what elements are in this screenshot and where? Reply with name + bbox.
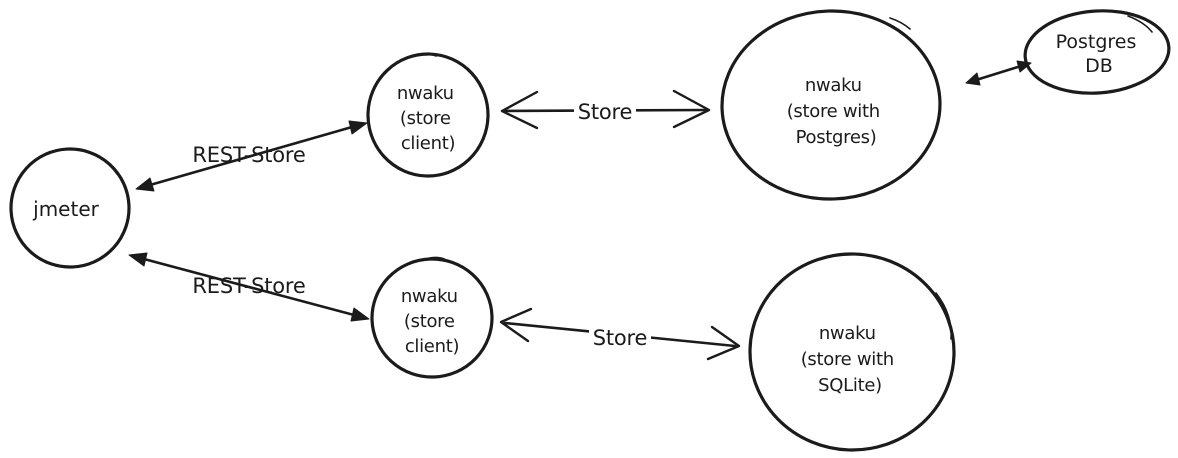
sketch-stroke: [415, 52, 437, 57]
node-store-client-bottom: nwaku (store client): [370, 256, 494, 379]
node-label: nwaku (store with Postgres): [787, 75, 886, 148]
sketch-stroke: [1127, 15, 1153, 33]
label-mask: [589, 323, 651, 350]
edge-label: Store: [578, 100, 633, 124]
edge-label: REST-Store: [192, 274, 305, 298]
chevron-arrowhead-icon: [499, 307, 533, 343]
node-label: nwaku (store client): [397, 83, 459, 154]
edge-line: [974, 64, 1023, 82]
node-label: nwaku (store client): [401, 286, 463, 357]
edge-rest-store-top: REST-Store: [135, 120, 368, 192]
label-mask: [574, 97, 636, 124]
sketch-stroke: [85, 151, 118, 175]
edge-postgres-db-link: [965, 60, 1032, 86]
node-ellipse: [370, 257, 494, 379]
node-ellipse: [9, 147, 131, 269]
arrowhead-icon: [128, 252, 148, 267]
node-label: jmeter: [32, 197, 99, 221]
chevron-arrowhead-icon: [672, 89, 711, 129]
node-label: Postgres DB: [1056, 31, 1143, 77]
edge-store-top: Store: [500, 89, 711, 130]
arrowhead-icon: [350, 307, 370, 322]
arrowhead-icon: [965, 72, 981, 86]
node-label: nwaku (store with SQLite): [801, 323, 900, 396]
node-store-postgres: nwaku (store with Postgres): [720, 9, 942, 201]
node-ellipse: [748, 252, 956, 452]
node-ellipse: [1023, 9, 1171, 95]
sketch-stroke: [935, 292, 953, 340]
arrowhead-icon: [348, 120, 368, 135]
arrowhead-icon: [135, 177, 155, 192]
edge-store-bottom: Store: [499, 307, 741, 361]
edge-line: [142, 257, 356, 317]
node-store-client-top: nwaku (store client): [366, 52, 490, 178]
sketch-stroke: [425, 256, 449, 262]
node-store-sqlite: nwaku (store with SQLite): [748, 252, 956, 452]
node-jmeter: jmeter: [9, 147, 131, 269]
edge-rest-store-bottom: REST-Store: [128, 252, 370, 322]
edge-label: REST-Store: [192, 143, 305, 167]
node-postgres-db: Postgres DB: [1023, 9, 1171, 95]
sketch-stroke: [889, 17, 911, 30]
node-ellipse: [720, 9, 942, 201]
chevron-arrowhead-icon: [500, 90, 539, 130]
edge-line: [148, 125, 354, 187]
edge-label: Store: [593, 326, 648, 350]
chevron-arrowhead-icon: [706, 325, 741, 361]
